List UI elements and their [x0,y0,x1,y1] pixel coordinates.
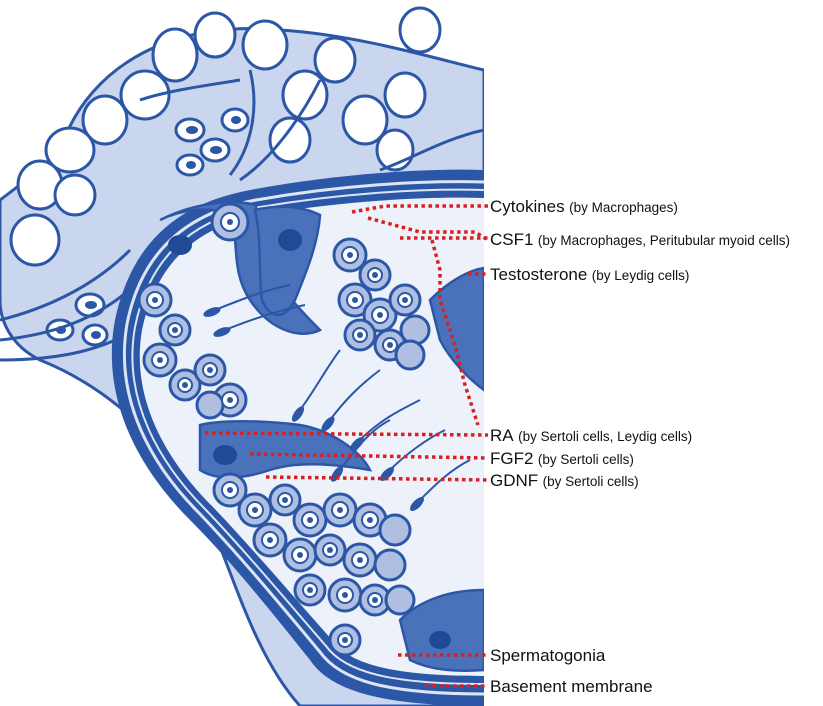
label-csf1: CSF1 (by Macrophages, Peritubular myoid … [490,231,790,249]
label-basement-membrane-name: Basement membrane [490,677,653,696]
tissue-illustration [0,8,484,706]
label-cytokines: Cytokines (by Macrophages) [490,198,678,216]
label-cytokines-name: Cytokines [490,197,565,216]
label-fgf2: FGF2 (by Sertoli cells) [490,450,634,468]
leader-ra [205,433,488,435]
label-gdnf: GDNF (by Sertoli cells) [490,472,639,490]
label-spermatogonia: Spermatogonia [490,647,605,665]
label-fgf2-source: (by Sertoli cells) [538,452,634,467]
label-basement-membrane: Basement membrane [490,678,653,696]
label-testosterone-source: (by Leydig cells) [592,268,690,283]
label-ra-name: RA [490,426,514,445]
label-spermatogonia-name: Spermatogonia [490,646,605,665]
label-csf1-source: (by Macrophages, Peritubular myoid cells… [538,233,790,248]
label-cytokines-source: (by Macrophages) [569,200,678,215]
label-ra-source: (by Sertoli cells, Leydig cells) [518,429,692,444]
label-testosterone: Testosterone (by Leydig cells) [490,266,689,284]
label-fgf2-name: FGF2 [490,449,533,468]
label-gdnf-source: (by Sertoli cells) [543,474,639,489]
label-ra: RA (by Sertoli cells, Leydig cells) [490,427,692,445]
label-gdnf-name: GDNF [490,471,538,490]
label-csf1-name: CSF1 [490,230,533,249]
label-testosterone-name: Testosterone [490,265,587,284]
